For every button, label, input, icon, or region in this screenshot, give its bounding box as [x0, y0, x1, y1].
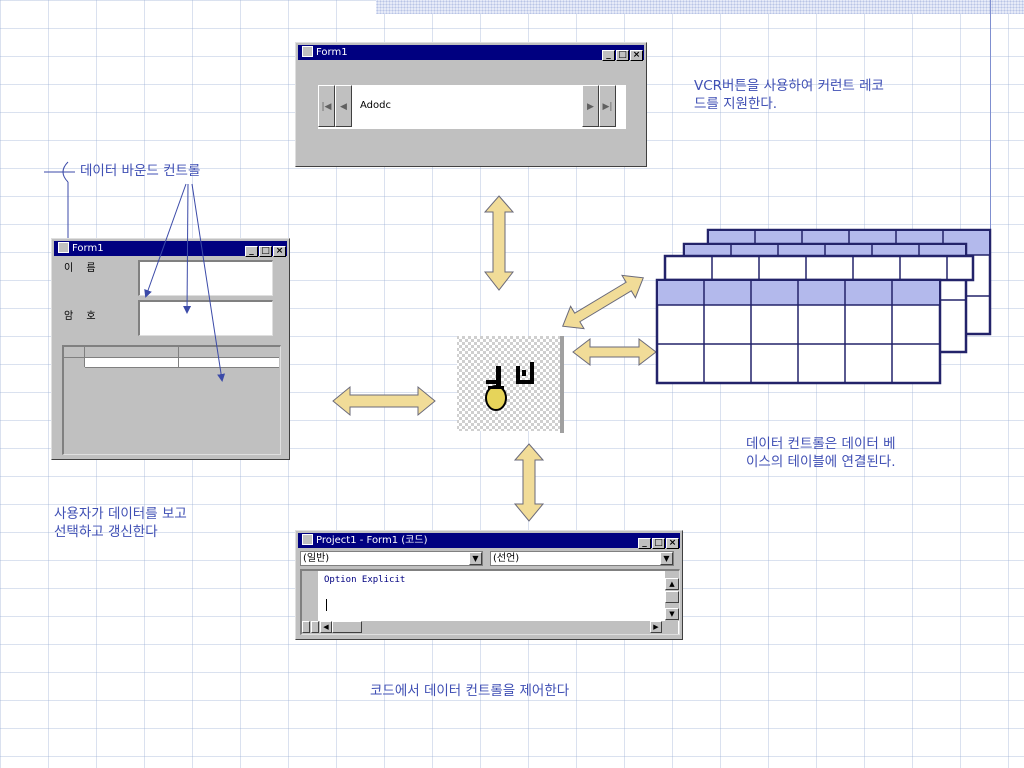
- double-arrow-icon: [332, 385, 436, 417]
- caption-vcr: VCR버튼을 사용하여 커런트 레코 드를 지원한다.: [694, 77, 884, 113]
- name-textbox[interactable]: [138, 260, 273, 296]
- data-grid[interactable]: [62, 345, 281, 455]
- object-combo-value: (일반): [303, 553, 330, 564]
- password-label: 암 호: [64, 311, 101, 322]
- first-record-icon[interactable]: |◀: [318, 85, 335, 127]
- double-arrow-icon: [572, 337, 657, 367]
- header-band: [376, 0, 1024, 14]
- caption-line: 드를 지원한다.: [694, 96, 778, 112]
- grid-header-row: [64, 347, 279, 358]
- adodc-form-window: Form1 _□× |◀ ◀ Adodc ▶ ▶|: [295, 42, 647, 167]
- code-window-titlebar[interactable]: Project1 - Form1 (코드) _□×: [298, 533, 680, 549]
- chevron-down-icon[interactable]: ▼: [469, 552, 482, 565]
- window-title: Form1: [316, 47, 348, 58]
- scroll-left-icon[interactable]: ◀: [320, 621, 332, 633]
- code-margin: [302, 571, 318, 621]
- bound-caption-leader: [44, 161, 75, 238]
- caption-line: VCR버튼을 사용하여 커런트 레코: [694, 78, 884, 94]
- full-module-view-icon[interactable]: [311, 621, 319, 633]
- table-stack-icon: [655, 228, 992, 385]
- code-editor[interactable]: Option Explicit ▲ ▼ ◀ ▶: [300, 569, 680, 635]
- password-textbox[interactable]: [138, 300, 273, 336]
- caption-db: 데이터 컨트롤은 데이터 베 이스의 테이블에 연결된다.: [746, 435, 896, 471]
- minimize-icon[interactable]: _: [602, 50, 615, 61]
- scroll-right-icon[interactable]: ▶: [650, 621, 662, 633]
- scroll-thumb[interactable]: [665, 591, 679, 603]
- double-arrow-icon: [562, 274, 644, 330]
- scroll-down-icon[interactable]: ▼: [665, 608, 679, 620]
- adodc-caption: Adodc: [360, 100, 391, 111]
- horizontal-scrollbar[interactable]: ◀ ▶: [302, 621, 678, 634]
- guide-line-right: [990, 0, 991, 230]
- maximize-icon[interactable]: □: [652, 538, 665, 549]
- grid-row[interactable]: [85, 358, 279, 368]
- caption-line: 선택하고 갱신한다: [54, 524, 158, 540]
- procedure-view-icon[interactable]: [302, 621, 310, 633]
- form-icon: [302, 45, 313, 57]
- scroll-up-icon[interactable]: ▲: [665, 578, 679, 590]
- minimize-icon[interactable]: _: [638, 538, 651, 549]
- double-arrow-icon: [483, 195, 515, 291]
- vertical-scrollbar[interactable]: ▲ ▼: [665, 571, 679, 621]
- form-icon: [58, 241, 69, 253]
- procedure-combo-value: (선언): [493, 553, 520, 564]
- grid-divider: [84, 347, 85, 367]
- bound-form-window: Form1 _□× 이 름 암 호: [51, 238, 290, 460]
- adodc-control[interactable]: |◀ ◀ Adodc ▶ ▶|: [318, 85, 626, 129]
- name-label: 이 름: [64, 263, 101, 274]
- procedure-combo[interactable]: (선언) ▼: [490, 551, 674, 566]
- object-combo[interactable]: (일반) ▼: [300, 551, 483, 566]
- maximize-icon[interactable]: □: [259, 246, 272, 257]
- maximize-icon[interactable]: □: [616, 50, 629, 61]
- close-icon[interactable]: ×: [666, 538, 679, 549]
- chevron-down-icon[interactable]: ▼: [660, 552, 673, 565]
- double-arrow-icon: [513, 443, 545, 522]
- adodc-form-titlebar[interactable]: Form1 _□×: [298, 45, 644, 61]
- caption-user: 사용자가 데이터를 보고 선택하고 갱신한다: [54, 505, 187, 541]
- window-title: Project1 - Form1 (코드): [316, 535, 428, 546]
- code-window: Project1 - Form1 (코드) _□× (일반) ▼ (선언) ▼ …: [295, 530, 683, 640]
- close-icon[interactable]: ×: [273, 246, 286, 257]
- data-control-icon: [457, 336, 564, 433]
- caption-line: 사용자가 데이터를 보고: [54, 506, 187, 522]
- minimize-icon[interactable]: _: [245, 246, 258, 257]
- close-icon[interactable]: ×: [630, 50, 643, 61]
- prev-record-icon[interactable]: ◀: [335, 85, 352, 127]
- caption-line: 데이터 컨트롤은 데이터 베: [746, 436, 896, 452]
- next-record-icon[interactable]: ▶: [582, 85, 599, 127]
- scroll-thumb-horizontal[interactable]: [332, 621, 362, 633]
- caption-bound: 데이터 바운드 컨트롤: [80, 163, 201, 179]
- grid-divider: [178, 347, 179, 367]
- bound-form-titlebar[interactable]: Form1 _□×: [54, 241, 287, 257]
- caption-line: 이스의 테이블에 연결된다.: [746, 454, 896, 470]
- code-line: Option Explicit: [324, 575, 406, 585]
- code-icon: [302, 533, 313, 545]
- window-title: Form1: [72, 243, 104, 254]
- bound-pointer-arrows: [144, 183, 226, 382]
- last-record-icon[interactable]: ▶|: [599, 85, 616, 127]
- text-cursor: [326, 599, 327, 611]
- caption-code: 코드에서 데이터 컨트롤을 제어한다: [370, 683, 570, 699]
